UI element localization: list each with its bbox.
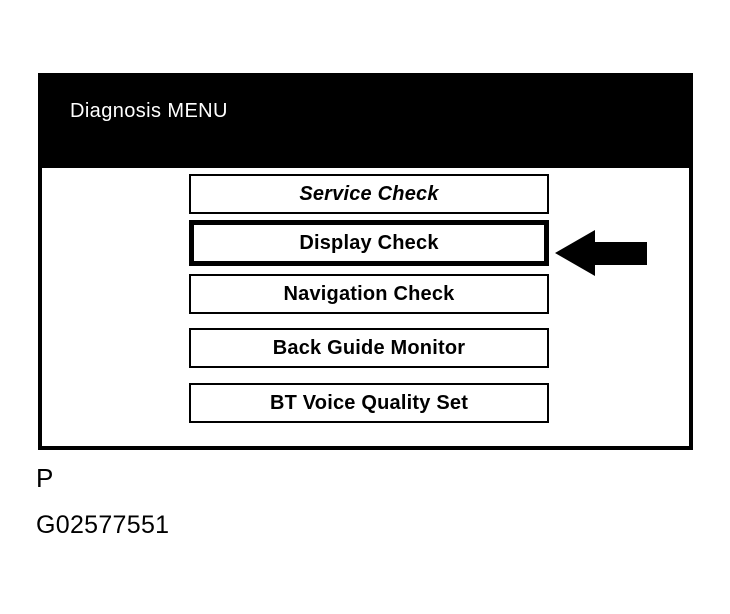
menu-item-service-check[interactable]: Service Check: [189, 174, 549, 214]
menu-item-display-check[interactable]: Display Check: [189, 220, 549, 266]
screen-title-bar: Diagnosis MENU: [42, 77, 689, 168]
caption-line-1: P: [36, 463, 54, 493]
menu-item-label: Display Check: [299, 232, 439, 254]
diagnosis-menu-list: Service Check Display Check Navigation C…: [42, 168, 689, 446]
menu-item-label: BT Voice Quality Set: [269, 392, 469, 414]
menu-item-label: Back Guide Monitor: [272, 337, 466, 359]
menu-item-label: Navigation Check: [283, 283, 455, 305]
menu-item-back-guide-monitor[interactable]: Back Guide Monitor: [189, 328, 549, 368]
menu-item-label: Service Check: [299, 183, 439, 205]
page-title: Diagnosis MENU: [70, 100, 228, 122]
menu-item-navigation-check[interactable]: Navigation Check: [189, 274, 549, 314]
caption-figure-code: G02577551: [36, 511, 170, 539]
menu-item-bt-voice-quality-set[interactable]: BT Voice Quality Set: [189, 383, 549, 423]
diagnosis-screen-frame: Diagnosis MENU Service Check Display Che…: [38, 73, 693, 450]
